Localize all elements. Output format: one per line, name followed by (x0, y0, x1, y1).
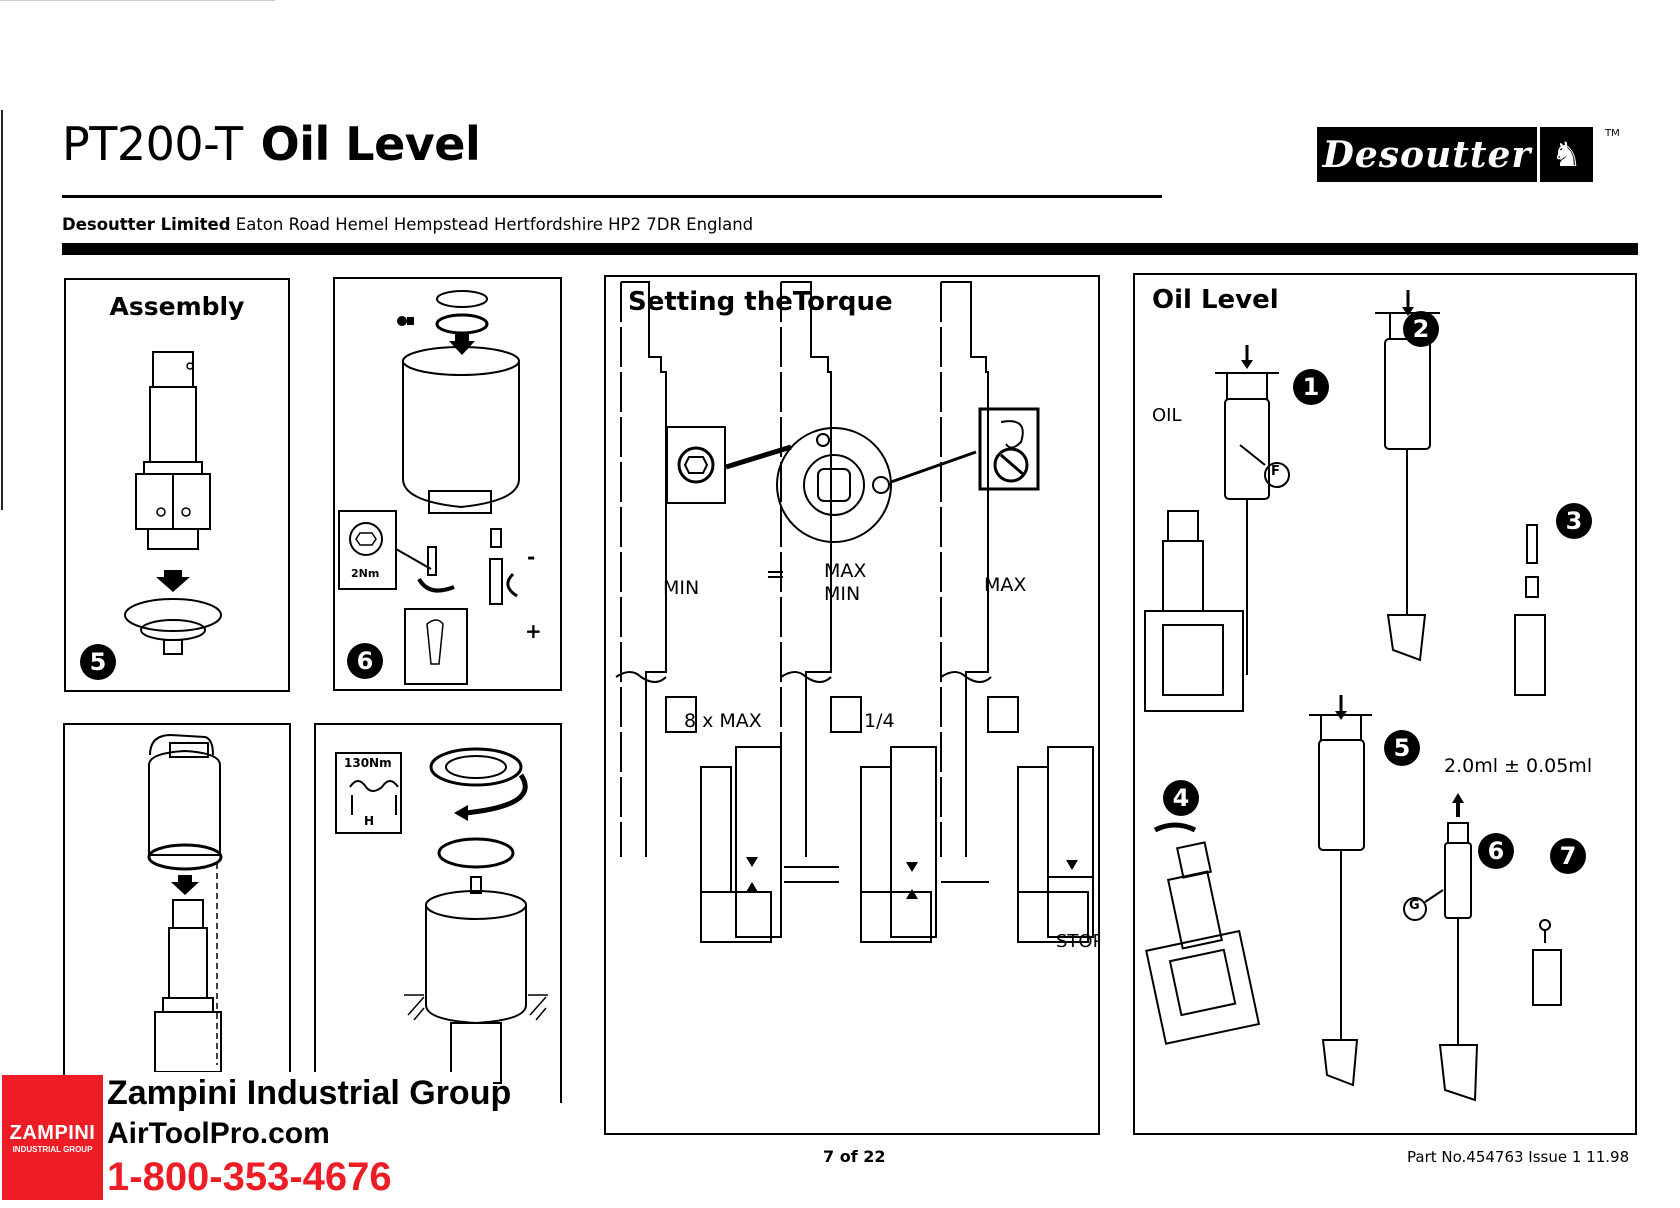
torque-adjustment-drawing (615, 281, 1094, 943)
watermark-company: Zampini Industrial Group (107, 1074, 512, 1112)
address-text: Eaton Road Hemel Hempstead Hertfordshire… (235, 215, 754, 234)
desoutter-logo: Desoutter (1317, 127, 1537, 182)
torque-spec-2nm: 2Nm (351, 567, 379, 580)
company-address: Desoutter Limited Eaton Road Hemel Hemps… (62, 214, 753, 236)
header-bar (62, 243, 1638, 255)
part-number: Part No.454763 Issue 1 11.98 (1407, 1148, 1630, 1166)
minus-sign: - (527, 545, 536, 569)
step-badge-7: 7 (1550, 838, 1586, 874)
state-2-label-top: MAX (824, 560, 867, 582)
zampini-logo-text: ZAMPINI (9, 1121, 96, 1144)
clutch-assembly-panel: 130Nm H (314, 723, 562, 1103)
oil-label: OIL (1152, 405, 1182, 426)
step-badge-4: 4 (1163, 780, 1199, 816)
spindle-assembly-drawing (124, 351, 222, 655)
callout-f: F (1271, 464, 1280, 479)
horse-head-icon: ♞ (1540, 127, 1593, 182)
state-1-action: 8 x MAX (684, 710, 762, 732)
zampini-logo: ZAMPINI INDUSTRIAL GROUP (2, 1075, 103, 1200)
step-badge-1: 1 (1293, 369, 1329, 405)
trademark-mark: TM (1605, 128, 1620, 139)
setting-torque-panel: Setting theTorque (604, 275, 1100, 1135)
document-title: Oil Level (260, 117, 481, 171)
tool-letter-h: H (364, 814, 374, 828)
oil-level-panel: Oil Level (1133, 273, 1637, 1135)
step-badge-2: 2 (1403, 311, 1439, 347)
company-name: Desoutter Limited (62, 215, 231, 234)
state-3-action: STOP (1056, 931, 1100, 952)
watermark-website: AirToolPro.com (107, 1117, 330, 1150)
assembly-step-5-panel: Assembly 5 (64, 278, 290, 692)
state-2-action: 1/4 (864, 710, 895, 732)
oil-fill-drawing (1144, 290, 1562, 1102)
watermark-background (103, 1072, 493, 1200)
oil-title: Oil Level (1152, 285, 1279, 315)
assembly-title: Assembly (109, 292, 245, 321)
assembly-housing-fit-panel (63, 723, 291, 1103)
step-badge-3: 3 (1556, 503, 1592, 539)
plus-sign: + (525, 619, 542, 643)
header-rule (62, 195, 1162, 198)
torque-spec-130nm: 130Nm (344, 756, 392, 770)
page-number: 7 of 22 (823, 1147, 886, 1166)
fill-spec: 2.0ml ± 0.05ml (1444, 755, 1593, 777)
step-badge-5: 5 (80, 644, 116, 680)
housing-drawing: 2Nm (338, 290, 520, 685)
step-badge-6: 6 (347, 643, 383, 679)
state-2-label-bottom: MIN (824, 583, 861, 605)
zampini-logo-subtext: INDUSTRIAL GROUP (12, 1144, 93, 1154)
page-edge-line (1, 110, 3, 510)
state-3-label: MAX (984, 574, 1027, 596)
watermark-phone: 1-800-353-4676 (107, 1155, 392, 1199)
torque-title: Setting theTorque (628, 287, 893, 317)
callout-g: G (1409, 898, 1420, 913)
housing-fit-drawing (147, 733, 223, 1073)
state-1-label: MIN (663, 577, 700, 599)
clutch-assembly-drawing: 130Nm H (335, 747, 548, 1084)
assembly-step-6-panel: 2Nm - + 6 (333, 277, 562, 691)
scan-artifact (0, 0, 275, 1)
page-title: PT200-T Oil Level (62, 117, 481, 171)
model-number: PT200-T (62, 117, 243, 171)
step-badge-6-oil: 6 (1478, 833, 1514, 869)
step-badge-5-oil: 5 (1384, 730, 1420, 766)
